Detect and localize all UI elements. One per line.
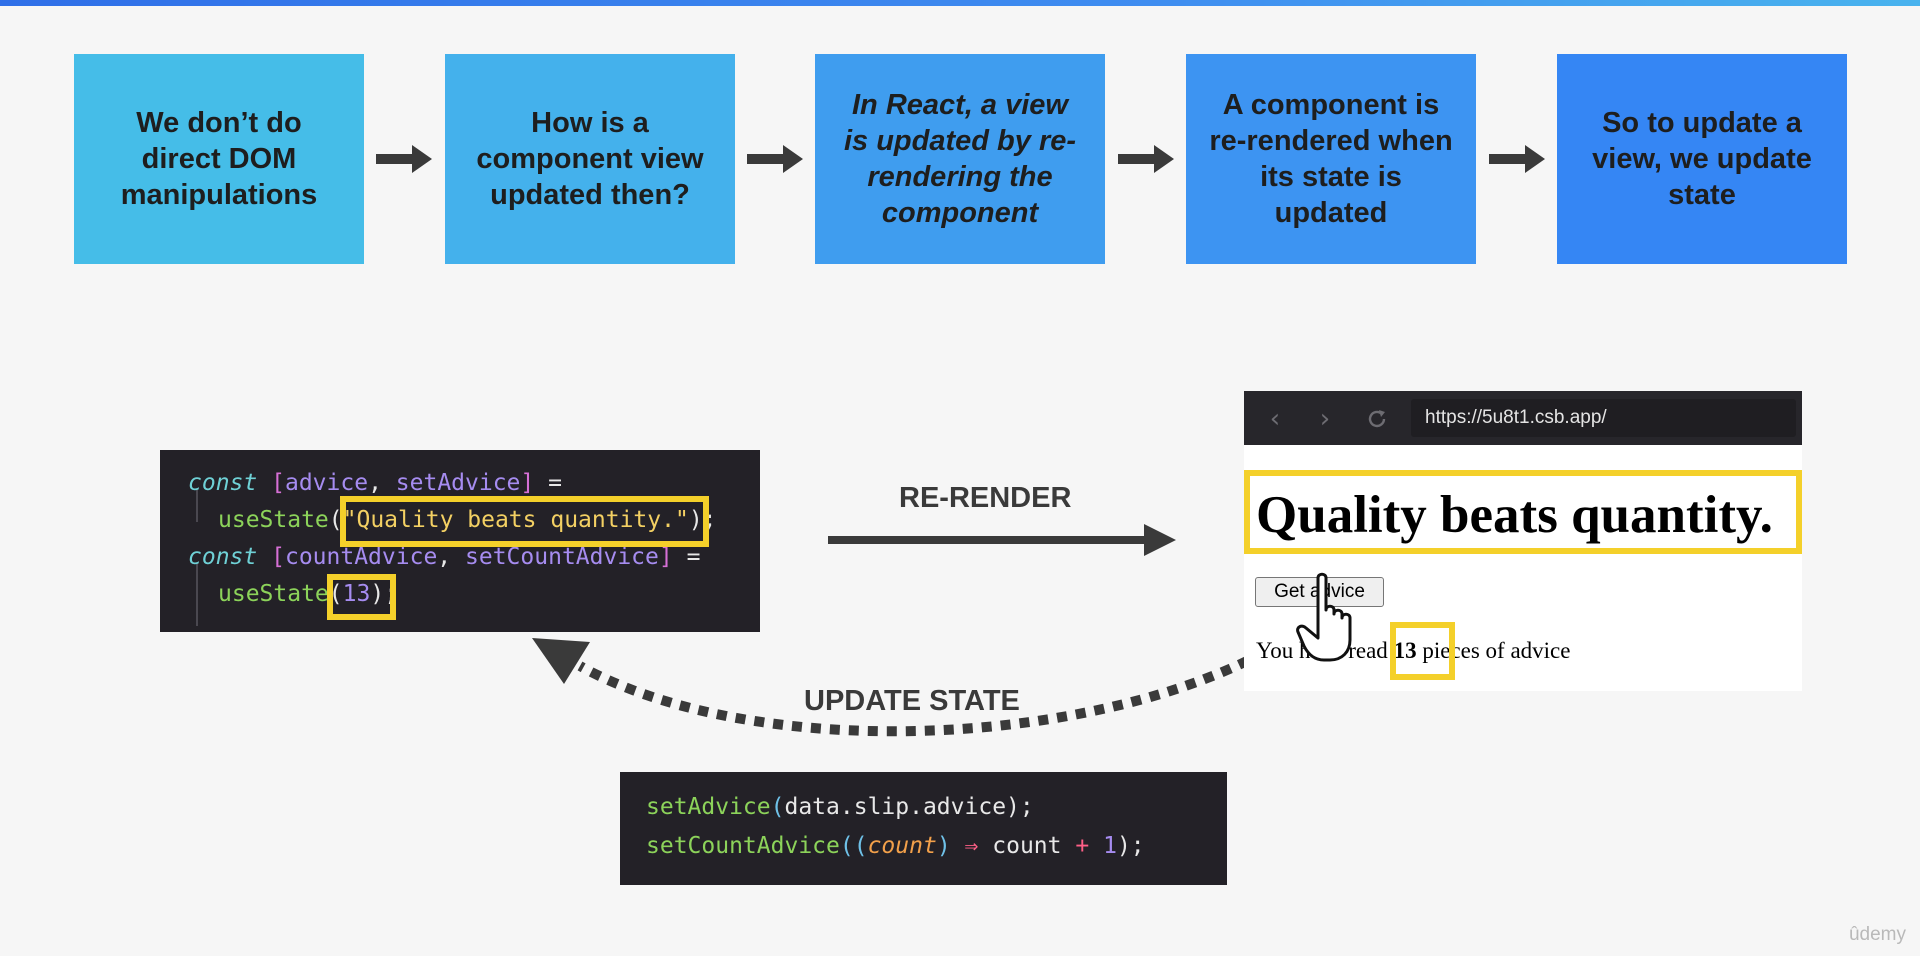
url-field[interactable]: https://5u8t1.csb.app/ (1411, 399, 1796, 437)
hand-cursor-icon (1296, 572, 1352, 662)
indent-guide (196, 564, 198, 626)
flow-arrow-icon (376, 145, 432, 173)
rerender-arrow-icon (828, 524, 1176, 556)
heading-highlight (1244, 470, 1802, 554)
step-box-1: We don’t do direct DOM manipulations (74, 54, 364, 264)
indent-guide (196, 490, 198, 522)
top-accent-bar (0, 0, 1920, 6)
code-line: setAdvice(data.slip.advice); (646, 794, 1034, 820)
back-icon[interactable]: ‹ (1269, 404, 1281, 434)
flow-arrow-icon (1489, 145, 1545, 173)
flow-arrow-icon (747, 145, 803, 173)
reload-icon[interactable] (1365, 407, 1389, 431)
update-state-arrow-icon (532, 638, 1268, 737)
string-highlight (340, 496, 709, 547)
step-box-3: In React, a view is updated by re-render… (815, 54, 1105, 264)
code-line: setCountAdvice((count) ⇒ count + 1); (646, 833, 1145, 859)
step-2-text: How is a component view updated then? (476, 107, 704, 211)
step-4-text: A component is re-rendered when its stat… (1209, 89, 1453, 229)
code-line: const [advice, setAdvice] = (188, 470, 562, 496)
step-5-text: So to update a view, we update state (1592, 107, 1812, 211)
step-box-5: So to update a view, we update state (1557, 54, 1847, 264)
step-box-4: A component is re-rendered when its stat… (1186, 54, 1476, 264)
update-code-block: setAdvice(data.slip.advice); setCountAdv… (620, 772, 1227, 885)
code-line: useState("Quality beats quantity."); (218, 507, 717, 533)
advice-count-value: 13 (1393, 638, 1417, 663)
code-line: const [countAdvice, setCountAdvice] = (188, 544, 701, 570)
count-highlight (327, 574, 396, 620)
step-box-2: How is a component view updated then? (445, 54, 735, 264)
step-3-text: In React, a view is updated by re-render… (843, 89, 1077, 229)
advice-heading: Quality beats quantity. (1256, 486, 1773, 544)
browser-toolbar: ‹ › https://5u8t1.csb.app/ (1244, 391, 1802, 445)
forward-icon[interactable]: › (1319, 404, 1331, 434)
flow-arrow-icon (1118, 145, 1174, 173)
code-line: useState(13); (218, 581, 399, 607)
rerender-label: RE-RENDER (899, 482, 1072, 514)
update-state-label: UPDATE STATE (804, 685, 1020, 717)
udemy-watermark: ûdemy (1848, 924, 1906, 945)
browser-count-highlight (1390, 622, 1455, 680)
step-1-text: We don’t do direct DOM manipulations (120, 107, 318, 211)
